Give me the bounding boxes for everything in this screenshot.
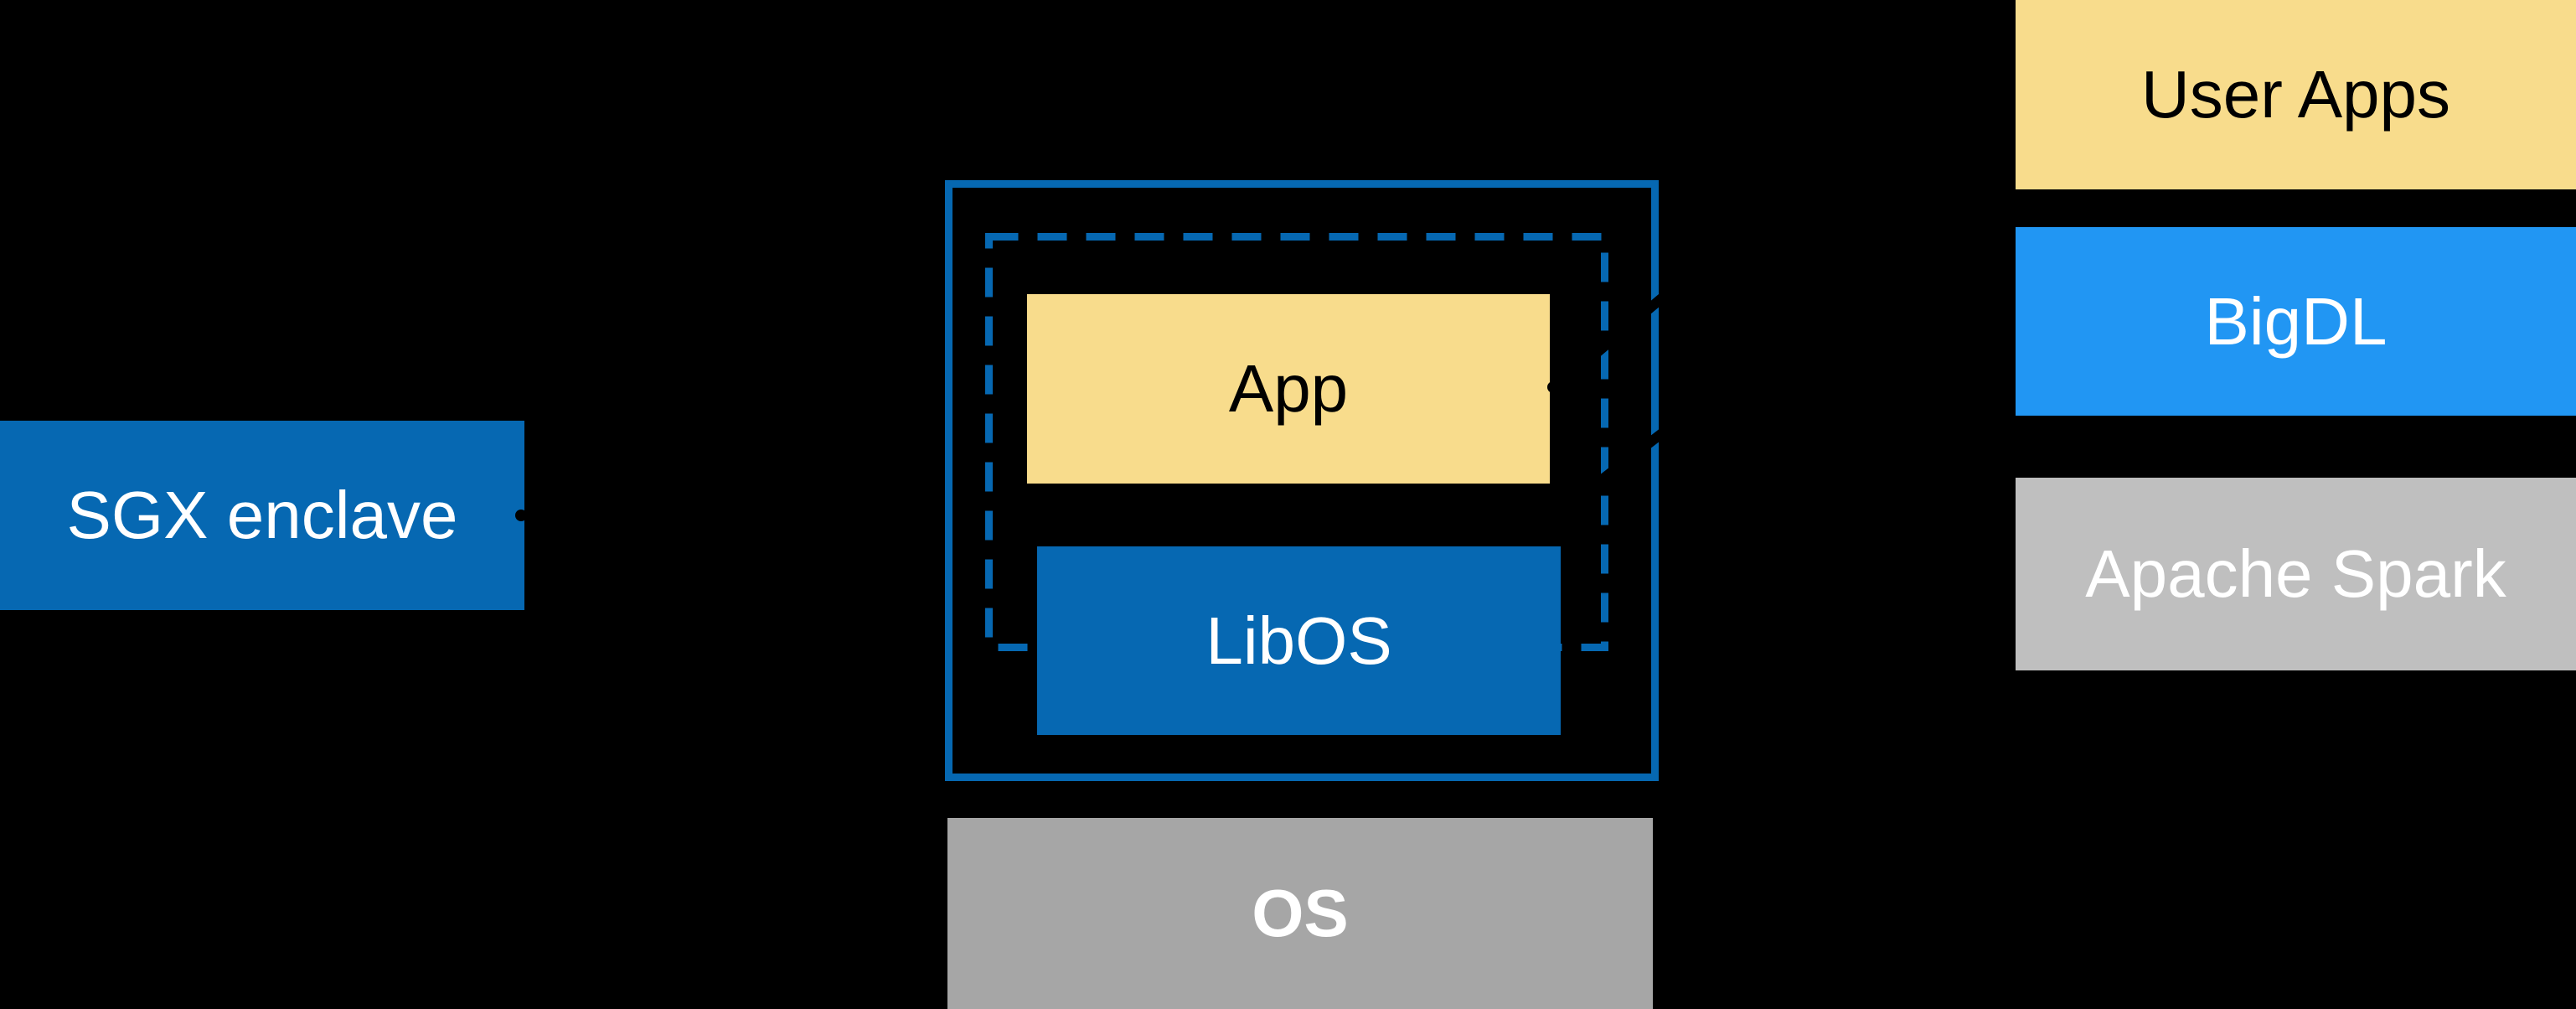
stack-apache-spark-box: Apache Spark: [2016, 478, 2576, 670]
libos-box: LibOS: [1037, 546, 1561, 735]
stack-apache-spark-label: Apache Spark: [2085, 536, 2506, 611]
libos-label: LibOS: [1205, 603, 1392, 678]
os-label: OS: [1252, 876, 1349, 950]
stack-bigdl-box: BigDL: [2016, 227, 2576, 416]
sgx-enclave-label: SGX enclave: [66, 478, 458, 552]
app-label: App: [1228, 351, 1349, 426]
stack-user-apps-label: User Apps: [2140, 57, 2451, 132]
os-box: OS: [947, 818, 1653, 1009]
stack-bigdl-label: BigDL: [2204, 283, 2388, 359]
app-box: App: [1027, 294, 1550, 484]
stack-user-apps-box: User Apps: [2016, 0, 2576, 189]
sgx-enclave-label-box: SGX enclave: [0, 421, 524, 610]
